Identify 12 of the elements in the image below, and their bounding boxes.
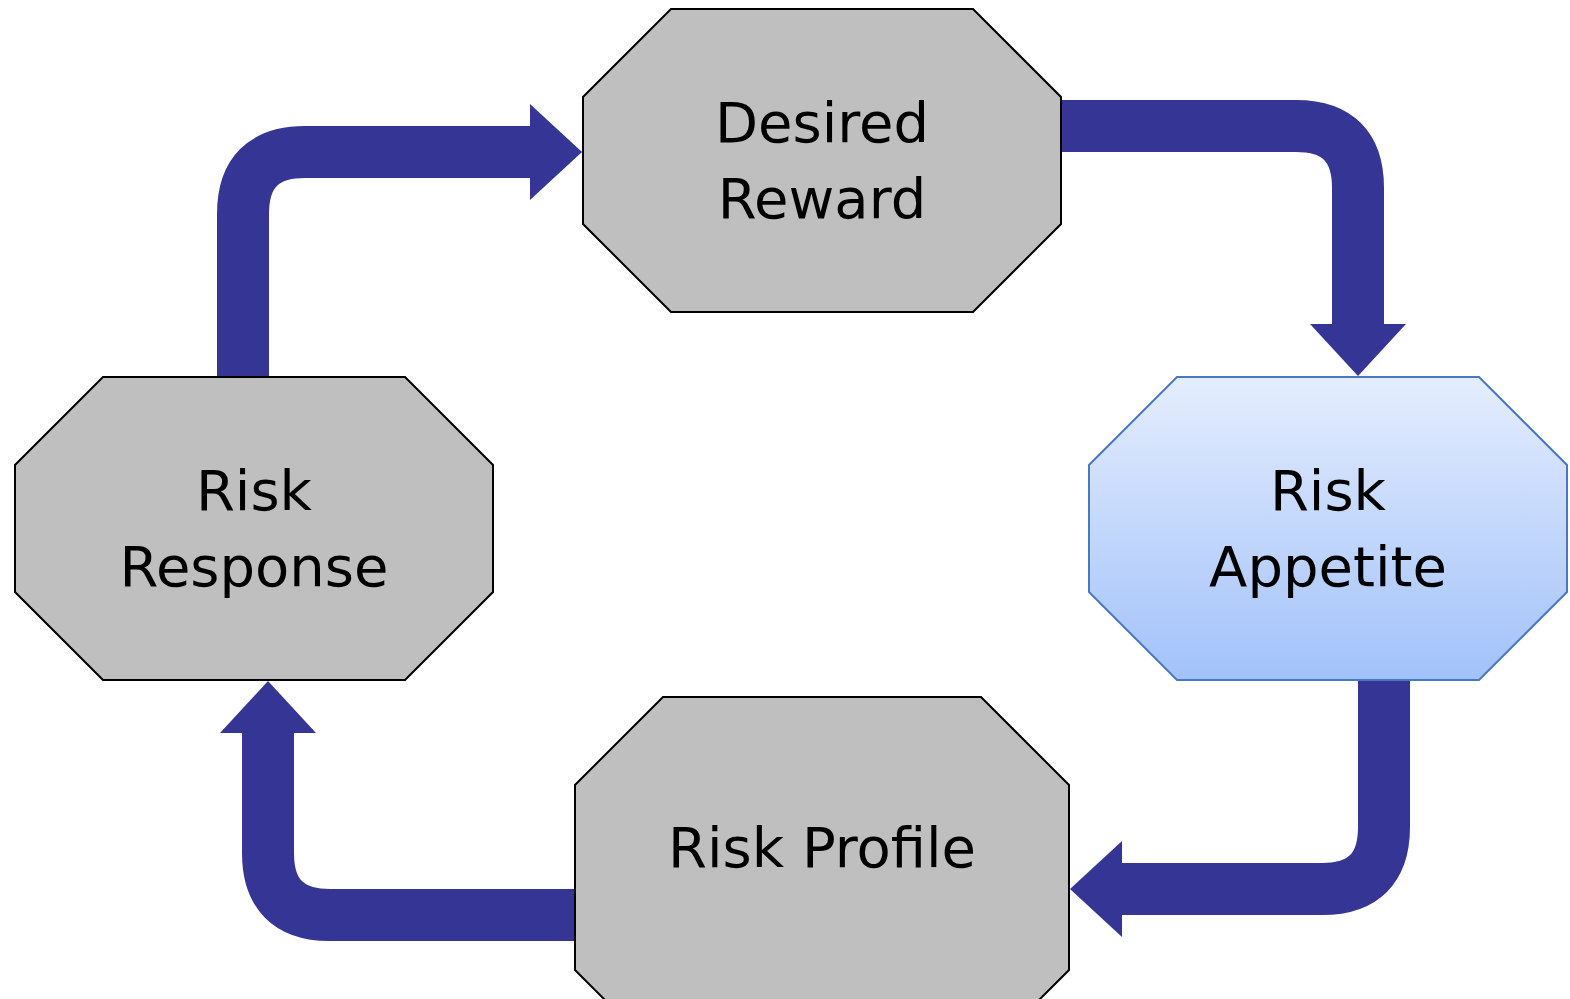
octagon-node [14, 376, 494, 681]
node-label: Risk Profile [668, 813, 976, 882]
node-label: Risk Response [118, 456, 390, 601]
bent-arrow [1062, 100, 1406, 376]
bent-arrow [1070, 681, 1410, 937]
bent-arrow [220, 681, 574, 941]
node-label: Desired Reward [713, 88, 931, 233]
bent-arrow [217, 104, 582, 376]
node-label: Risk Appetite [1208, 456, 1448, 601]
octagon-node [582, 8, 1062, 313]
octagon-node [574, 696, 1070, 999]
octagon-node [1088, 376, 1568, 681]
